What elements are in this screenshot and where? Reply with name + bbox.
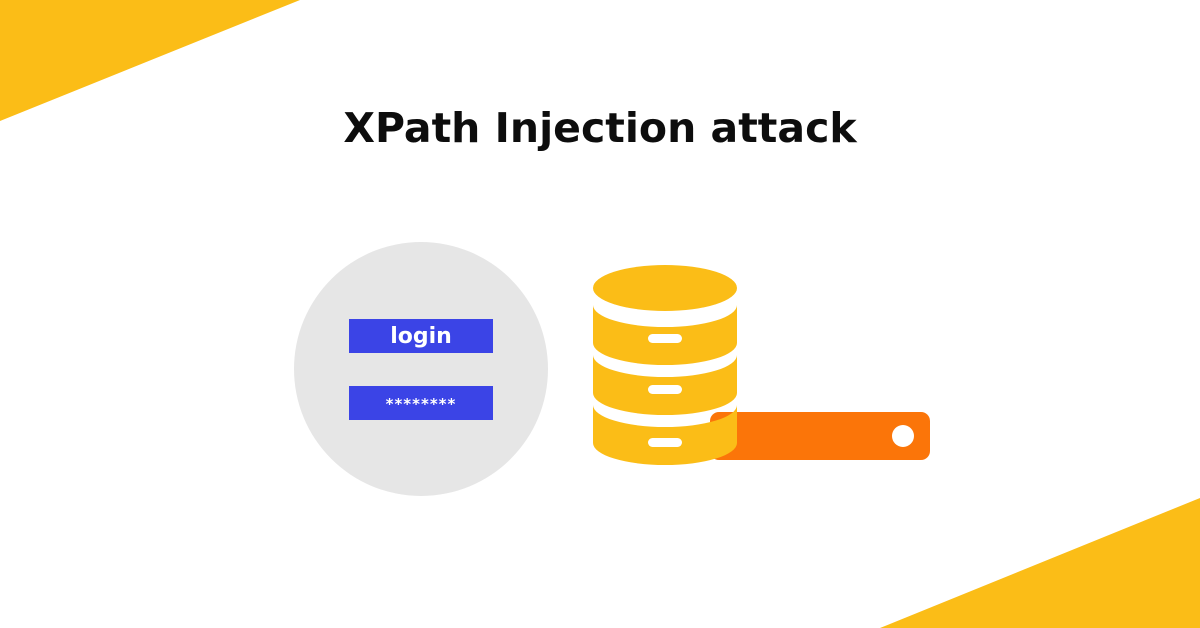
password-mask: ******** [385,395,457,413]
bottom-right-accent-triangle [878,496,1200,628]
username-label: login [390,323,452,349]
database-icon [593,265,737,465]
username-field: login [349,319,493,353]
page-title: XPath Injection attack [343,104,857,152]
key-icon [710,412,930,460]
login-form-illustration [294,242,548,496]
database-with-key-illustration [580,255,940,479]
password-field: ******** [349,386,493,420]
top-left-accent-triangle [0,0,300,122]
